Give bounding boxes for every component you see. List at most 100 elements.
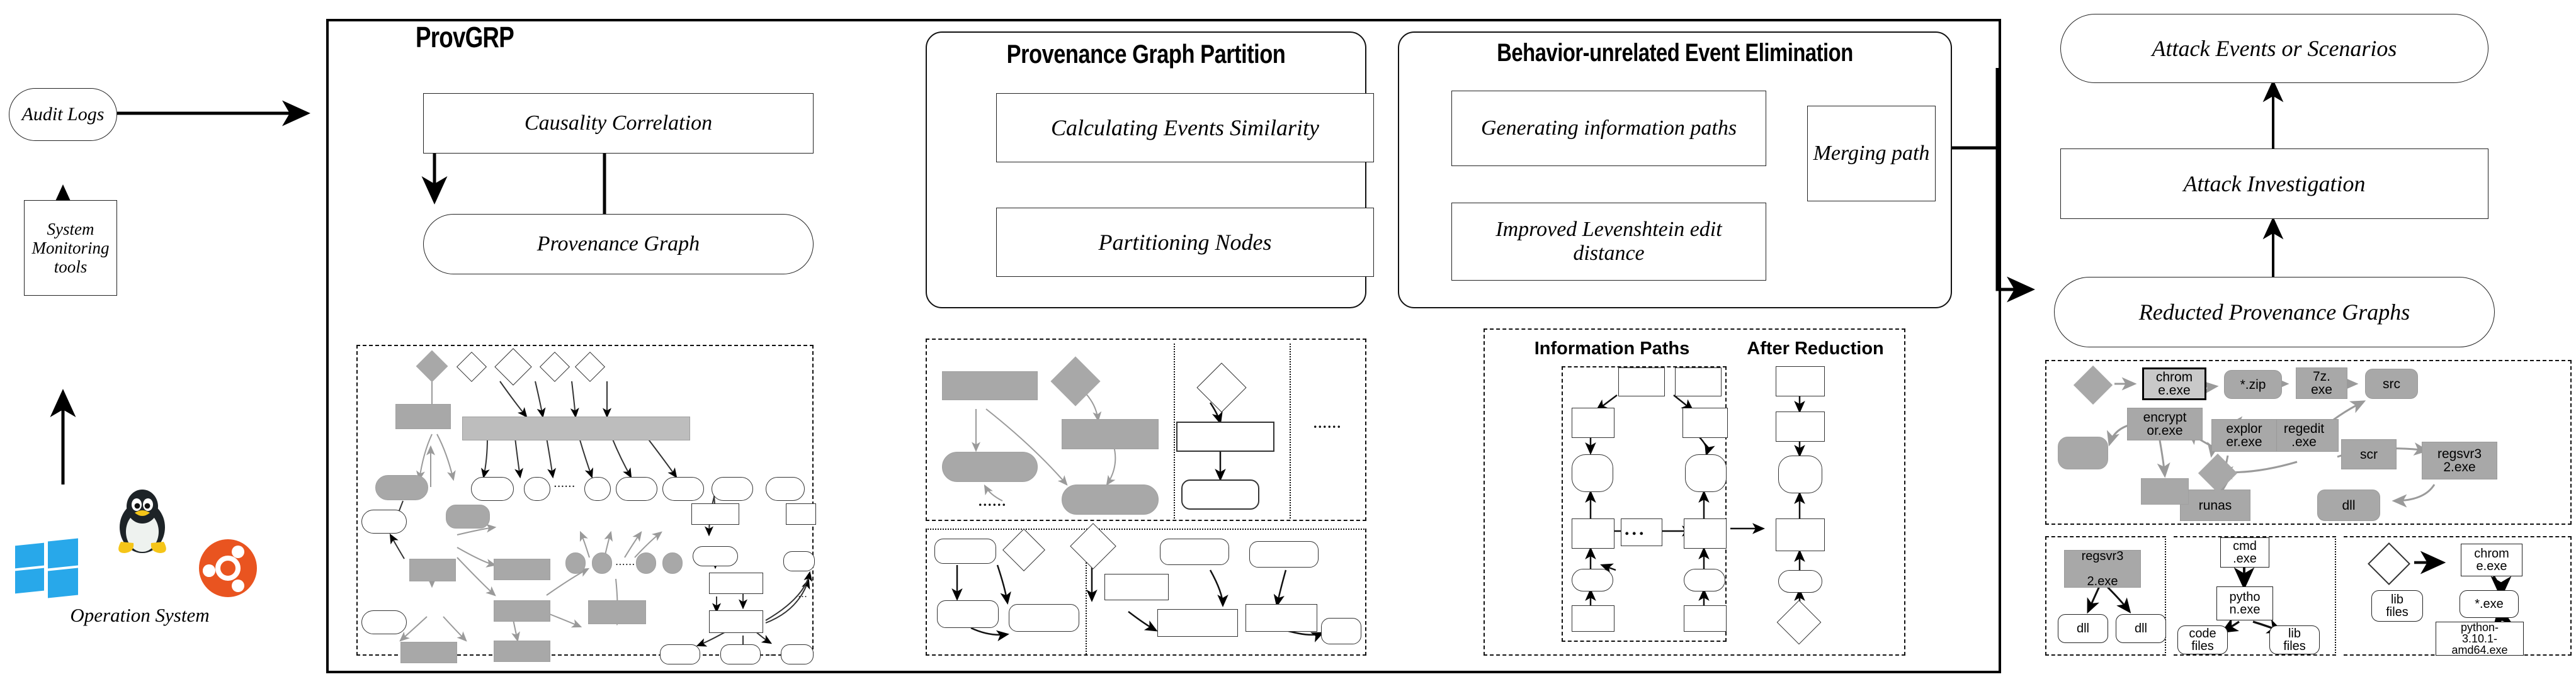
graph-node-pill (471, 477, 514, 501)
subgraph3-lib-files: lib files (2371, 590, 2423, 622)
merging-path-label: Merging path (1813, 141, 1930, 165)
subgraph1-regsvr32: regsvr3 2.exe (2064, 550, 2141, 588)
reduced-node-runas: runas (2180, 490, 2250, 521)
reduced-node-7z: 7z. exe (2296, 367, 2347, 399)
reduced-node-rect (1776, 412, 1825, 442)
improved-levenshtein-label: Improved Levenshtein edit distance (1495, 217, 1722, 265)
partition-divider (1290, 344, 1291, 518)
partition-node-pill (1062, 485, 1159, 515)
graph-node-soft (720, 644, 761, 664)
path-node-pill (1685, 454, 1727, 492)
reduced-node-src: src (2365, 369, 2418, 399)
path-node-rect (1621, 518, 1662, 546)
reduced-node-regsvr32: regsvr3 2.exe (2422, 442, 2497, 479)
graph-node-pill (361, 510, 407, 534)
reduced-subgraph-2: cmd .exe pytho n.exe code files lib file… (2174, 536, 2336, 656)
information-paths-title: Information Paths (1534, 339, 1690, 359)
graph-node-pill (616, 477, 657, 501)
partition-node-soft (937, 600, 999, 628)
graph-node-rect (709, 573, 763, 594)
generating-information-paths-node: Generating information paths (1451, 91, 1766, 166)
partition-node-soft (934, 539, 996, 564)
graph-node-pill (584, 477, 611, 501)
graph-ellipsis-small: ... (798, 590, 808, 599)
partition-node-diamond (1002, 529, 1045, 571)
partition-ellipsis: ...... (979, 493, 1007, 509)
graph-node-soft (660, 644, 700, 664)
partitioning-nodes-node: Partitioning Nodes (996, 208, 1374, 277)
calculating-events-similarity-label: Calculating Events Similarity (1051, 115, 1319, 140)
partition-illustration: ...... ...... (926, 339, 1366, 521)
partition-node-diamond (1070, 523, 1116, 569)
provgrp-frame (326, 19, 2001, 673)
partition-node-soft (1009, 604, 1079, 632)
graph-node-diamond (494, 348, 532, 386)
graph-node-rect (395, 404, 451, 429)
graph-ellipsis: ...... (616, 557, 636, 567)
graph-node-soft (446, 505, 490, 529)
provenance-graph-illustration: ...... ...... ... (356, 345, 816, 664)
subgraph3-chrome: chrom e.exe (2461, 544, 2522, 576)
path-node-rect (1682, 408, 1728, 438)
improved-levenshtein-node: Improved Levenshtein edit distance (1451, 203, 1766, 281)
reducted-graphs-label: Reducted Provenance Graphs (2138, 299, 2410, 325)
graph-node-diamond (456, 351, 487, 383)
path-node-rect (1572, 605, 1614, 632)
calculating-events-similarity-node: Calculating Events Similarity (996, 93, 1374, 162)
path-node-pill (1572, 454, 1613, 492)
partition-divider (1174, 344, 1175, 518)
partition-module-title: Provenance Graph Partition (1006, 39, 1286, 69)
graph-node-pill (361, 610, 407, 634)
reduced-node-scr: scr (2341, 439, 2397, 469)
partition-node-soft (1160, 539, 1229, 565)
elimination-module-title: Behavior-unrelated Event Elimination (1497, 39, 1853, 67)
graph-node-rect (588, 600, 646, 624)
partition-node-rect (1104, 574, 1169, 600)
graph-node-soft (592, 552, 612, 574)
graph-node-pill (662, 477, 704, 501)
path-node-pill (1684, 569, 1725, 591)
reduced-graph-illustration: chrom e.exe *.zip 7z. exe src encrypt or… (2045, 360, 2572, 525)
system-monitoring-node: System Monitoring tools (24, 200, 117, 296)
reduced-node-rect (1776, 518, 1825, 551)
partition-node-rect (1245, 604, 1317, 632)
partition-node-rect (942, 371, 1038, 400)
reducted-provenance-graphs-node: Reducted Provenance Graphs (2054, 277, 2495, 347)
graph-node-diamond (574, 351, 606, 383)
partition-node-rect (1062, 419, 1159, 449)
subgraph3-exe-star: *.exe (2460, 590, 2519, 618)
attack-events-node: Attack Events or Scenarios (2060, 14, 2488, 83)
elimination-illustration: Information Paths After Reduction (1484, 328, 1905, 656)
reduced-node-encryptor: encrypt or.exe (2127, 408, 2203, 440)
windows-logo-icon (14, 538, 79, 598)
graph-ellipsis: ...... (554, 479, 576, 490)
ubuntu-logo-icon (198, 538, 258, 598)
operation-system-label: Operation System (70, 604, 210, 626)
reduced-node-soft (2058, 437, 2108, 469)
reduced-node-explorer: explor er.exe (2211, 419, 2277, 452)
graph-node-pill (766, 477, 805, 501)
merging-path-node: Merging path (1807, 106, 1936, 201)
partition-node-rect (1157, 609, 1238, 637)
graph-node-pill (693, 546, 738, 566)
path-node-rect (1675, 367, 1722, 396)
after-reduction-title: After Reduction (1747, 339, 1884, 359)
graph-node-rect (409, 559, 456, 581)
partition-ellipsis: ...... (1314, 415, 1342, 431)
causality-correlation-label: Causality Correlation (524, 111, 713, 135)
reduced-subgraph-3: chrom e.exe lib files *.exe python- 3.10… (2344, 536, 2572, 656)
partition-node-soft (1321, 618, 1361, 644)
partition-illustration-lower (926, 523, 1366, 656)
audit-logs-label: Audit Logs (21, 104, 105, 125)
graph-node-diamond (416, 350, 448, 383)
graph-node-pill (712, 477, 753, 501)
graph-node-rect (494, 559, 550, 580)
attack-investigation-label: Attack Investigation (2183, 171, 2366, 196)
subgraph2-code-files: code files (2177, 625, 2228, 654)
subgraph1-dll-right: dll (2116, 614, 2166, 643)
reduced-node-diamond (2073, 365, 2113, 405)
provgrp-title: ProvGRP (416, 21, 514, 53)
reduced-node-regedit: regedit .exe (2269, 419, 2339, 452)
audit-logs-node: Audit Logs (9, 88, 117, 141)
